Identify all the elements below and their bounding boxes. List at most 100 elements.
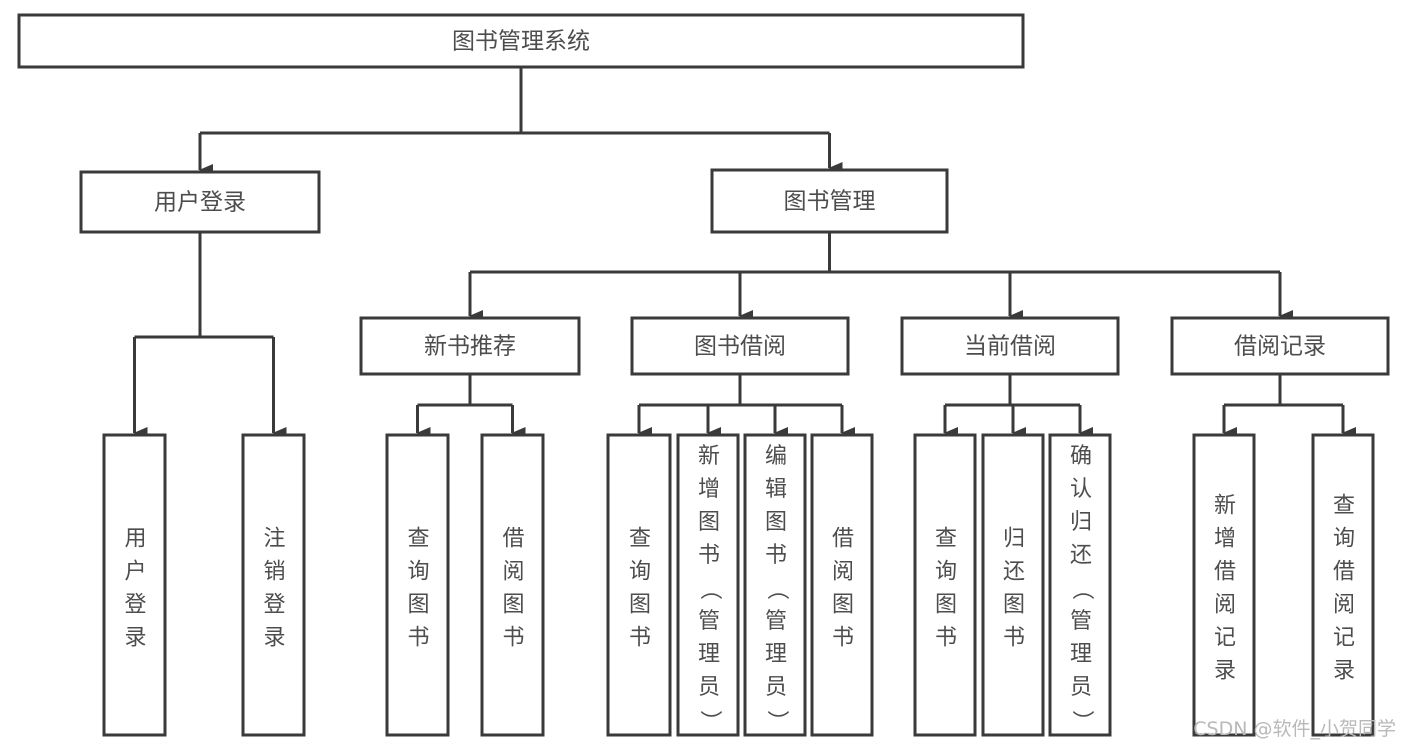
svg-text:录: 录 xyxy=(1333,659,1355,684)
node-leaf-return-book[interactable] xyxy=(981,433,1045,737)
svg-text:销: 销 xyxy=(263,560,285,585)
node-leaf-borrow-book-2-rect xyxy=(810,433,874,737)
node-borrow-record-rect xyxy=(1170,316,1390,376)
svg-text:询: 询 xyxy=(407,560,429,585)
nodes-layer: 图书管理系统用户登录图书管理新书推荐图书借阅当前借阅借阅记录用户登录注销登录查询… xyxy=(17,13,1390,737)
svg-text:）: ） xyxy=(1069,710,1094,732)
node-leaf-query-book-3[interactable] xyxy=(913,433,977,737)
svg-text:增: 增 xyxy=(1214,527,1236,552)
node-leaf-query-book-3-rect xyxy=(913,433,977,737)
node-leaf-add-record-rect xyxy=(1192,433,1256,737)
node-leaf-user-login-label: 用户登录 xyxy=(124,527,146,651)
svg-text:图: 图 xyxy=(629,593,651,618)
node-leaf-borrow-book-1-rect xyxy=(480,433,545,737)
node-book-manage[interactable] xyxy=(710,168,949,234)
node-leaf-return-book-rect xyxy=(981,433,1045,737)
node-new-book-recommend[interactable] xyxy=(359,316,581,376)
svg-text:管: 管 xyxy=(1070,609,1092,634)
svg-text:书: 书 xyxy=(407,626,429,651)
node-leaf-query-book-1[interactable] xyxy=(385,433,450,737)
node-leaf-query-book-1-rect xyxy=(385,433,450,737)
svg-text:）: ） xyxy=(764,710,789,732)
node-leaf-confirm-return[interactable] xyxy=(1048,433,1112,737)
node-root[interactable] xyxy=(17,13,1025,69)
svg-text:）: ） xyxy=(697,710,722,732)
node-leaf-add-book[interactable] xyxy=(676,433,740,737)
node-new-book-recommend-rect xyxy=(359,316,581,376)
svg-text:还: 还 xyxy=(1070,543,1092,568)
svg-text:书: 书 xyxy=(832,626,854,651)
svg-text:借: 借 xyxy=(832,527,854,552)
svg-text:还: 还 xyxy=(1003,560,1025,585)
svg-text:图: 图 xyxy=(765,510,787,535)
svg-text:管: 管 xyxy=(698,609,720,634)
node-leaf-edit-book-rect xyxy=(743,433,807,737)
node-root-rect xyxy=(17,13,1025,69)
svg-text:询: 询 xyxy=(629,560,651,585)
node-current-borrow[interactable] xyxy=(900,316,1120,376)
svg-text:查: 查 xyxy=(1333,494,1355,519)
svg-text:借: 借 xyxy=(502,527,524,552)
svg-text:注: 注 xyxy=(263,527,285,552)
node-leaf-add-record[interactable] xyxy=(1192,433,1256,737)
svg-text:图: 图 xyxy=(502,593,524,618)
svg-text:书: 书 xyxy=(502,626,524,651)
svg-text:图: 图 xyxy=(407,593,429,618)
node-book-borrow[interactable] xyxy=(630,316,850,376)
svg-text:员: 员 xyxy=(1070,675,1092,700)
node-leaf-query-record[interactable] xyxy=(1311,433,1375,737)
svg-text:书: 书 xyxy=(1003,626,1025,651)
node-user-login[interactable] xyxy=(79,170,321,234)
svg-text:（: （ xyxy=(764,578,789,600)
node-current-borrow-label: 当前借阅 xyxy=(964,334,1056,360)
node-leaf-borrow-book-2[interactable] xyxy=(810,433,874,737)
node-leaf-user-logout[interactable] xyxy=(241,433,306,737)
svg-text:记: 记 xyxy=(1333,626,1355,651)
node-leaf-user-login[interactable] xyxy=(102,433,167,737)
svg-text:书: 书 xyxy=(765,543,787,568)
svg-text:查: 查 xyxy=(935,527,957,552)
svg-text:图: 图 xyxy=(1003,593,1025,618)
node-user-login-label: 用户登录 xyxy=(154,190,246,216)
svg-text:增: 增 xyxy=(698,477,720,502)
svg-text:阅: 阅 xyxy=(1214,593,1236,618)
svg-text:理: 理 xyxy=(1070,642,1092,667)
svg-text:户: 户 xyxy=(124,560,146,585)
svg-text:阅: 阅 xyxy=(1333,593,1355,618)
svg-text:查: 查 xyxy=(407,527,429,552)
node-leaf-query-book-2-rect xyxy=(606,433,672,737)
svg-text:书: 书 xyxy=(698,543,720,568)
svg-text:借: 借 xyxy=(1333,560,1355,585)
node-user-login-rect xyxy=(79,170,321,234)
svg-text:编: 编 xyxy=(765,444,787,469)
node-leaf-query-book-2[interactable] xyxy=(606,433,672,737)
svg-text:询: 询 xyxy=(1333,527,1355,552)
svg-text:借: 借 xyxy=(1214,560,1236,585)
svg-text:询: 询 xyxy=(935,560,957,585)
svg-text:管: 管 xyxy=(765,609,787,634)
svg-text:员: 员 xyxy=(765,675,787,700)
svg-text:新: 新 xyxy=(1214,494,1236,519)
svg-text:书: 书 xyxy=(935,626,957,651)
svg-text:归: 归 xyxy=(1003,527,1025,552)
node-leaf-edit-book[interactable] xyxy=(743,433,807,737)
node-leaf-confirm-return-rect xyxy=(1048,433,1112,737)
svg-text:查: 查 xyxy=(629,527,651,552)
svg-text:录: 录 xyxy=(124,626,146,651)
node-leaf-borrow-book-1[interactable] xyxy=(480,433,545,737)
svg-text:确: 确 xyxy=(1070,444,1092,469)
svg-text:录: 录 xyxy=(1214,659,1236,684)
node-borrow-record[interactable] xyxy=(1170,316,1390,376)
node-leaf-user-logout-rect xyxy=(241,433,306,737)
svg-text:员: 员 xyxy=(698,675,720,700)
svg-text:录: 录 xyxy=(263,626,285,651)
